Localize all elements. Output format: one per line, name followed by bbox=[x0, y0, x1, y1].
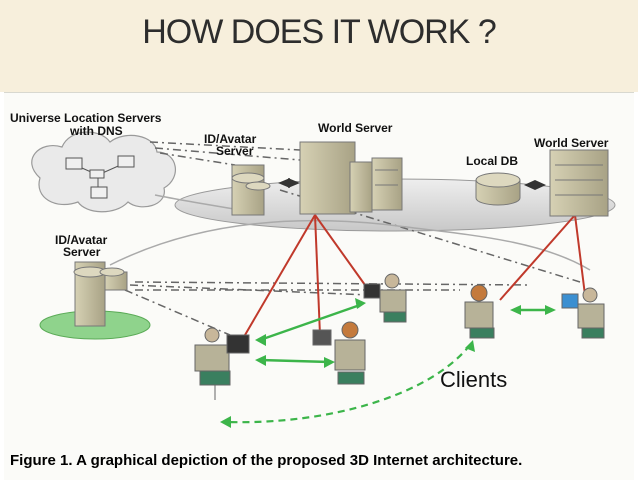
id-avatar-server-left-icon bbox=[73, 261, 128, 327]
label-id-avatar-top-1: ID/Avatar bbox=[204, 132, 257, 146]
label-with-dns: with DNS bbox=[70, 124, 123, 138]
client-4-icon bbox=[464, 284, 495, 339]
label-id-avatar-left-1: ID/Avatar bbox=[55, 233, 108, 247]
green-dashed-arc bbox=[224, 344, 471, 424]
db-link-arrows bbox=[278, 178, 546, 190]
client-3-icon bbox=[363, 273, 407, 323]
slide-header bbox=[0, 0, 638, 92]
label-clients: Clients bbox=[440, 367, 508, 392]
dns-servers-network bbox=[65, 155, 135, 199]
label-id-avatar-left-2: Server bbox=[63, 245, 101, 259]
world-server-center-icon bbox=[299, 141, 403, 215]
world-server-right-icon bbox=[549, 149, 609, 217]
client-5-icon bbox=[561, 287, 605, 339]
client-1-icon bbox=[194, 327, 250, 400]
arrowheads bbox=[220, 298, 556, 428]
figure-caption: Figure 1. A graphical depiction of the p… bbox=[10, 452, 523, 469]
red-links bbox=[244, 214, 586, 336]
client-2-icon bbox=[312, 321, 366, 385]
slide-title: HOW DOES IT WORK ? bbox=[142, 13, 497, 51]
label-id-avatar-top-2: Server bbox=[216, 144, 254, 158]
dashed-links bbox=[124, 141, 581, 336]
id-avatar-server-top-icon bbox=[231, 164, 271, 216]
local-db-icon bbox=[475, 172, 521, 206]
label-local-db: Local DB bbox=[466, 154, 519, 168]
label-universe-servers: Universe Location Servers bbox=[10, 111, 162, 125]
label-world-server-center: World Server bbox=[318, 121, 393, 135]
grey-curves bbox=[109, 194, 591, 271]
label-world-server-right: World Server bbox=[534, 136, 609, 150]
